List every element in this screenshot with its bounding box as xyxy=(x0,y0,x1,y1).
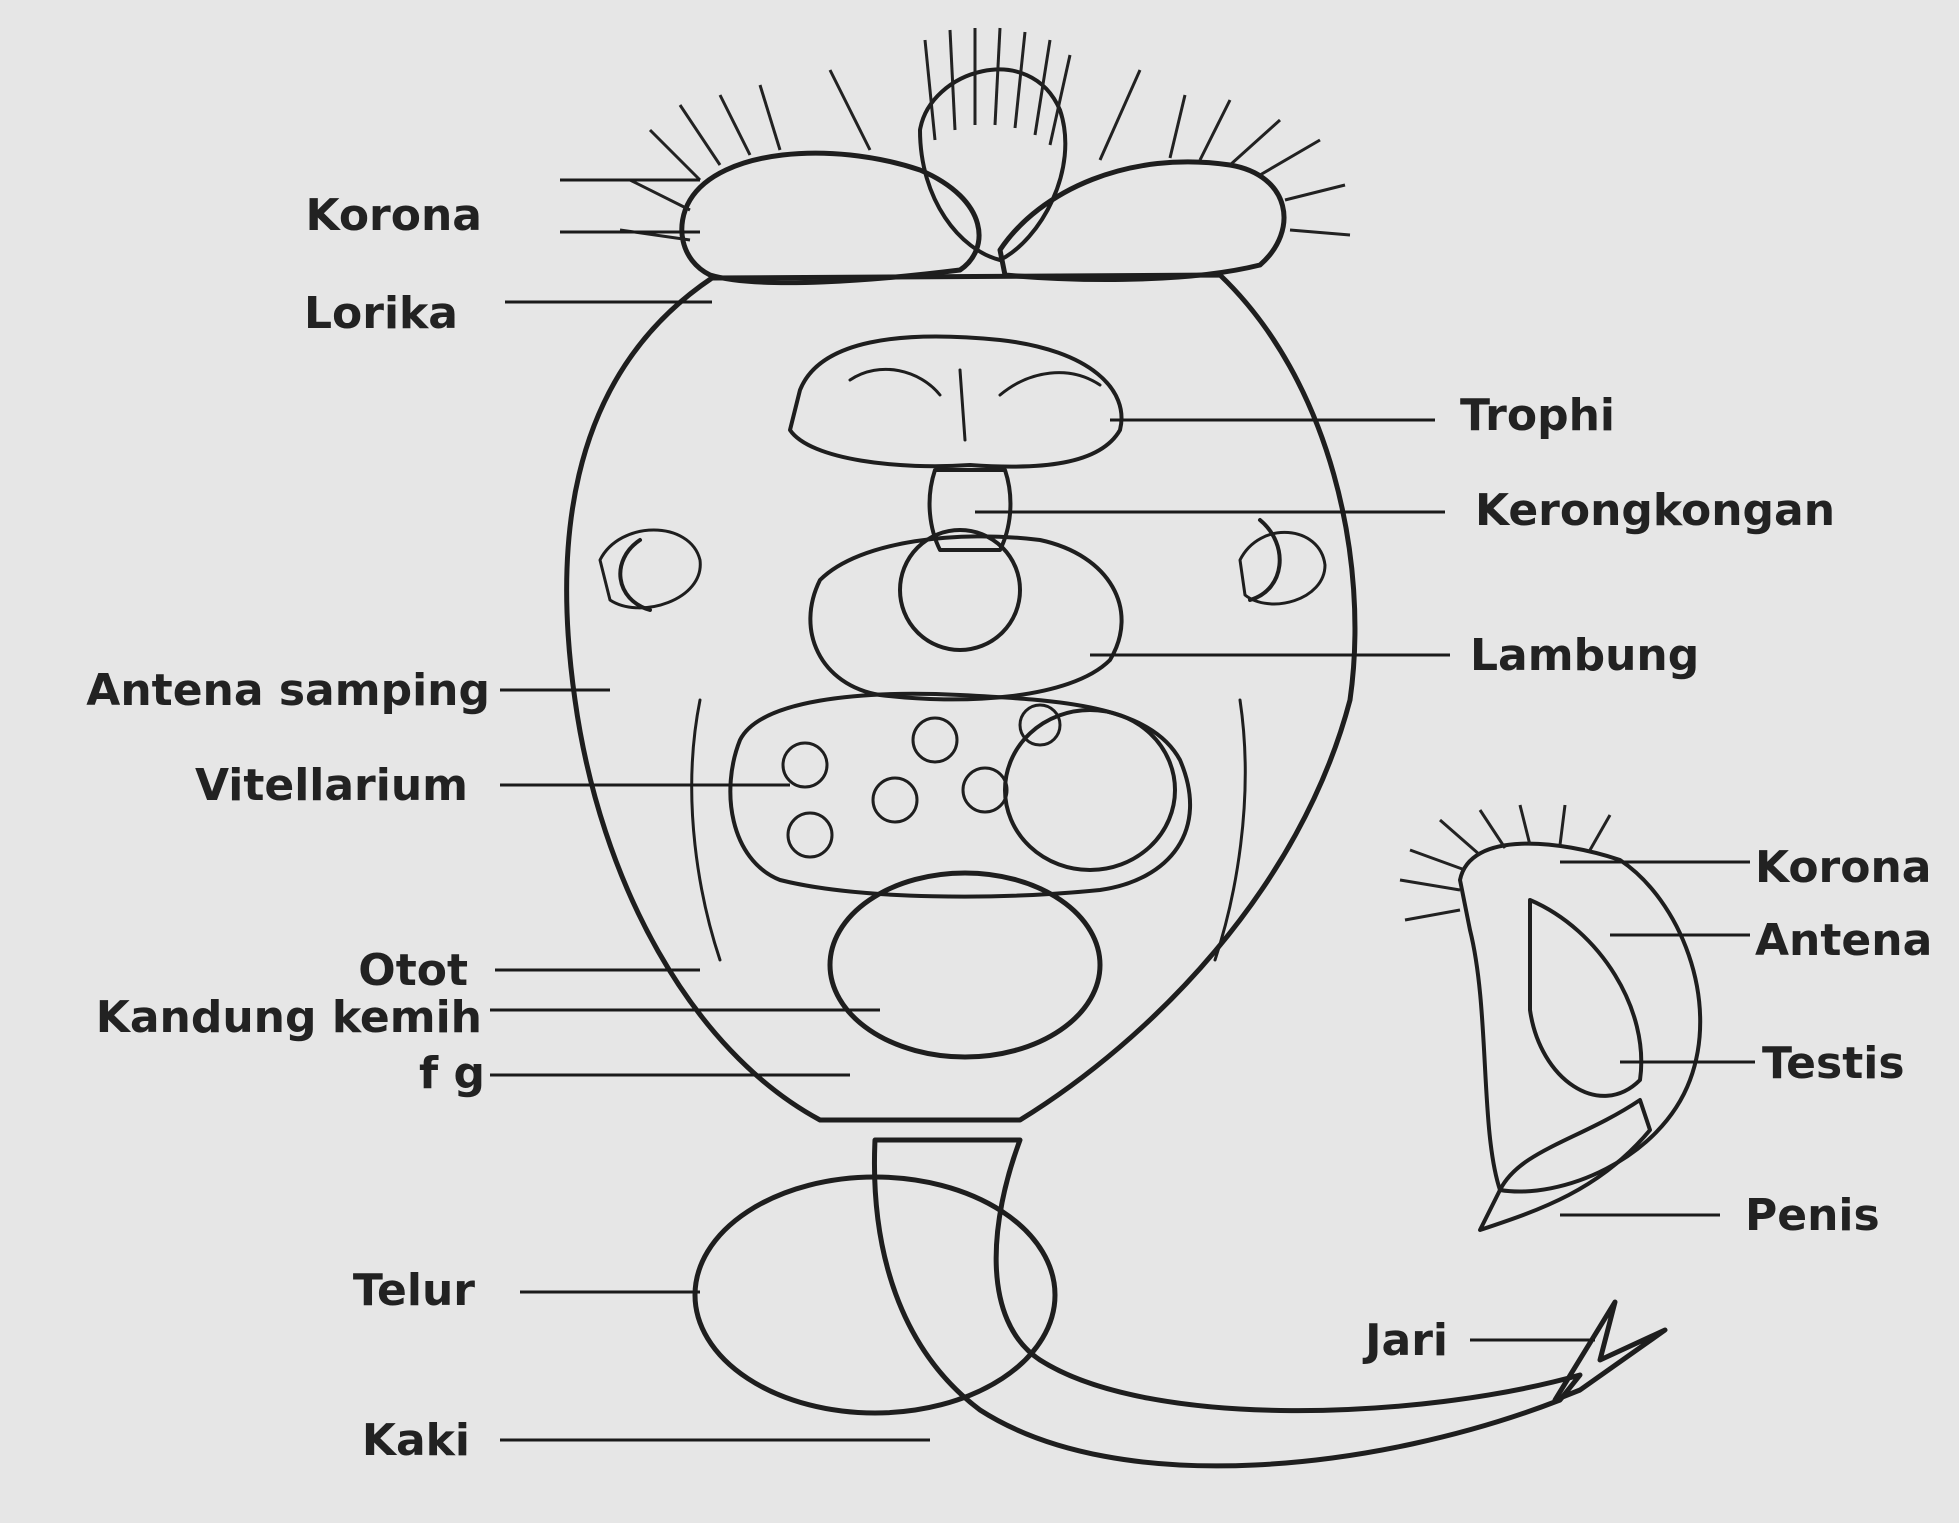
label-antena-samping: Antena samping xyxy=(86,665,490,716)
label-lambung: Lambung xyxy=(1470,630,1699,681)
label-vitellarium: Vitellarium xyxy=(195,760,468,811)
corona-shape xyxy=(620,28,1350,283)
male-rotifer xyxy=(1400,805,1700,1230)
label-korona: Korona xyxy=(306,190,483,241)
label-kerongkongan: Kerongkongan xyxy=(1475,485,1835,536)
foot-shape xyxy=(874,1140,1580,1466)
female-rotifer xyxy=(567,28,1665,1466)
label-male-korona: Korona xyxy=(1755,842,1932,893)
label-male-penis: Penis xyxy=(1745,1190,1880,1241)
bladder-shape xyxy=(830,873,1100,1057)
label-jari: Jari xyxy=(1362,1315,1448,1366)
label-male-testis: Testis xyxy=(1762,1038,1905,1089)
label-trophi: Trophi xyxy=(1460,390,1615,441)
label-otot: Otot xyxy=(358,945,468,996)
label-male-antena: Antena xyxy=(1755,915,1932,966)
stomach-shape xyxy=(810,536,1121,699)
trophi-shape xyxy=(790,337,1122,467)
label-lorika: Lorika xyxy=(304,288,458,339)
label-fg: f g xyxy=(419,1048,485,1099)
label-kandung-kemih: Kandung kemih xyxy=(96,992,482,1043)
labels: Korona Lorika Antena samping Vitellarium… xyxy=(86,190,1932,1466)
label-telur: Telur xyxy=(353,1265,475,1316)
label-kaki: Kaki xyxy=(362,1415,470,1466)
